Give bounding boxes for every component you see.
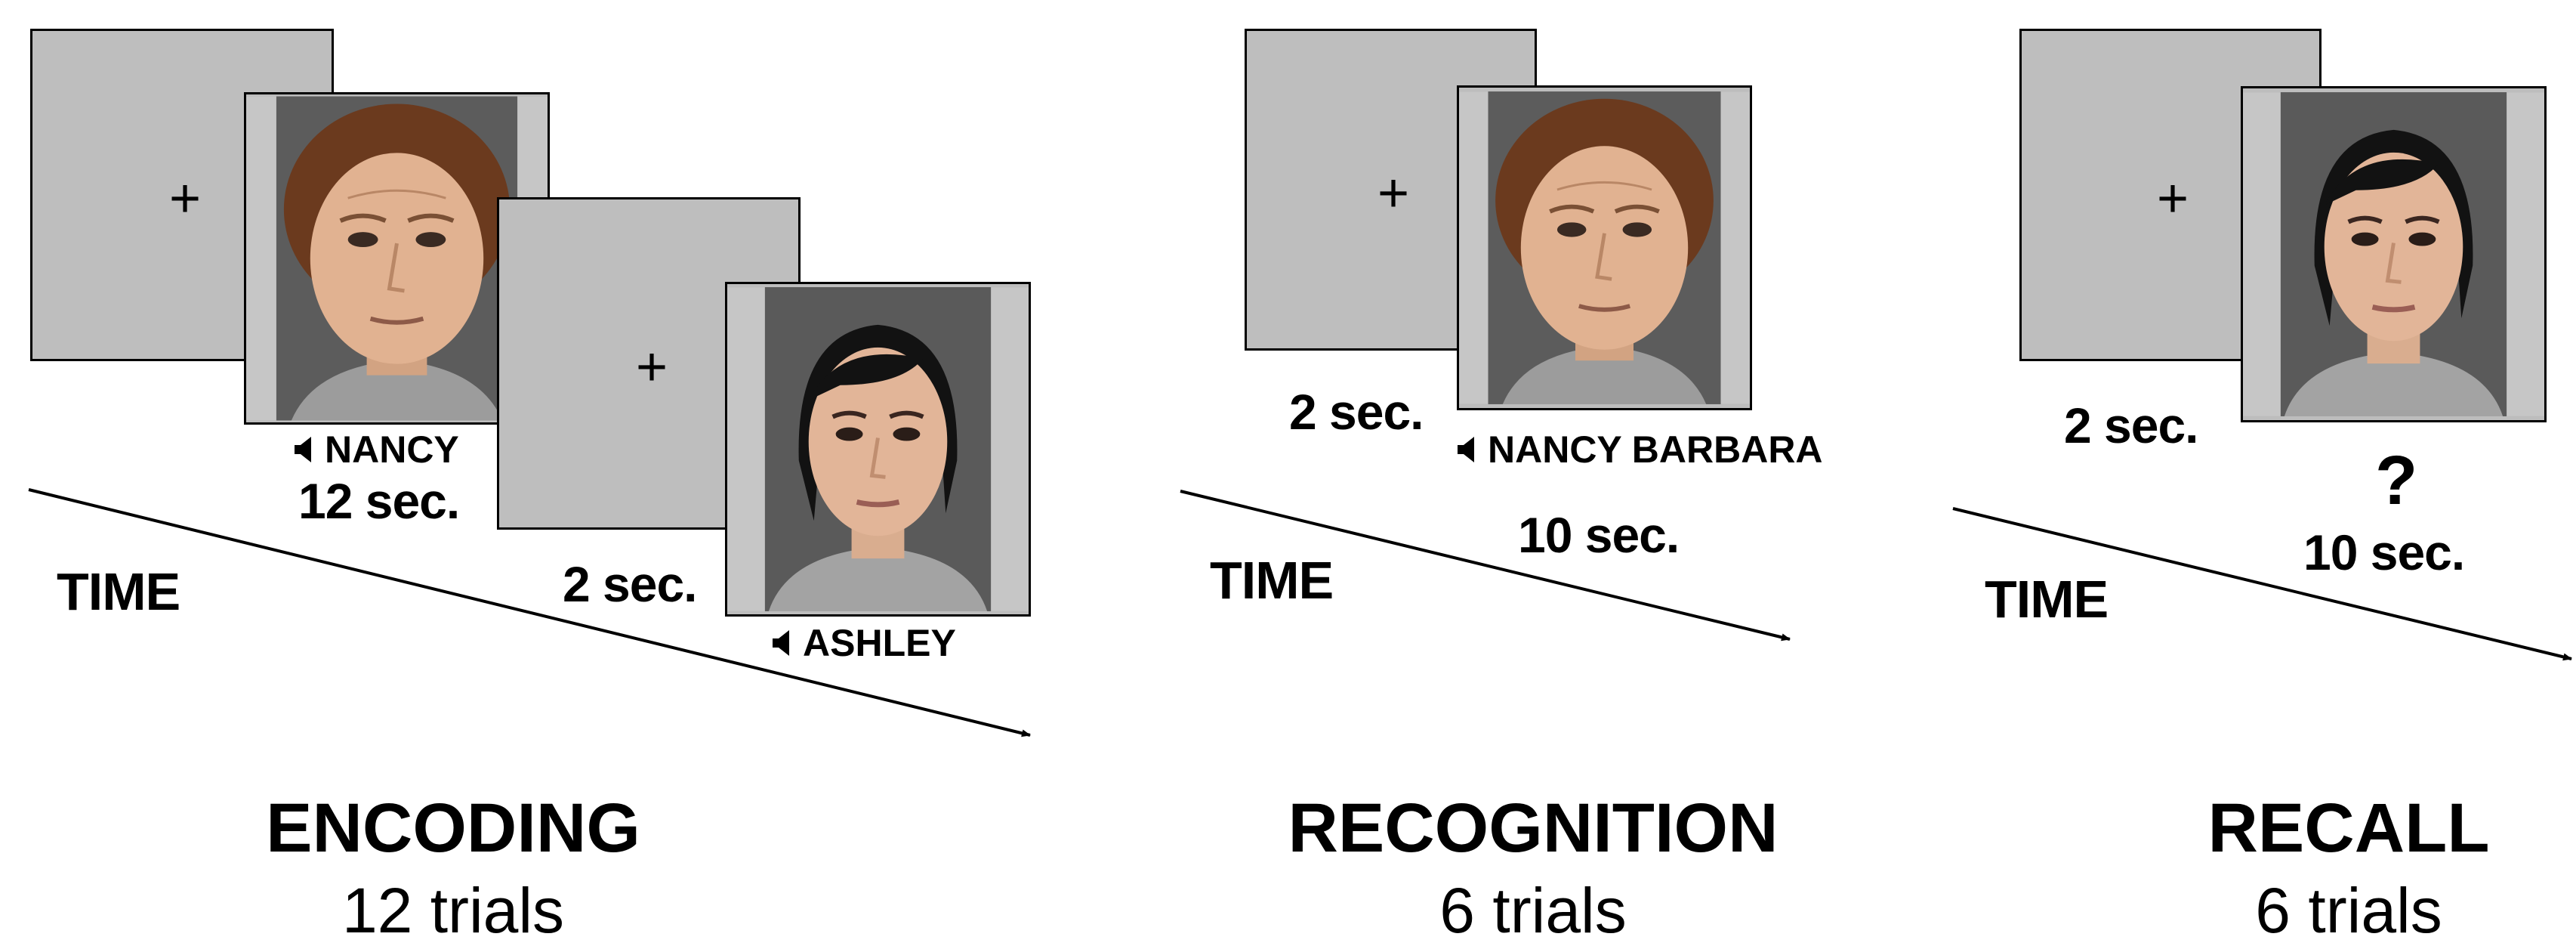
name-choices-label: NANCY BARBARA bbox=[1488, 428, 1823, 471]
duration-face: 10 sec. bbox=[2303, 524, 2465, 580]
phase-title: RECALL bbox=[2207, 790, 2490, 867]
duration-face: 12 sec. bbox=[298, 473, 460, 529]
fixation-cross: + bbox=[635, 337, 668, 397]
phase-title: ENCODING bbox=[266, 790, 640, 867]
recognition-panel: + 2 sec. NANCY BARBARA 10 sec. TIME RECO… bbox=[1178, 0, 1896, 946]
recall-time-arrow bbox=[1952, 507, 2572, 661]
fixation-cross: + bbox=[2156, 168, 2189, 229]
fixation-cross: + bbox=[168, 168, 202, 229]
face-photo-ashley bbox=[725, 282, 1031, 617]
name-label: ASHLEY bbox=[803, 622, 956, 664]
recall-prompt: ? bbox=[2375, 442, 2418, 519]
recognition-time-arrow bbox=[1180, 490, 1791, 641]
audio-name-nancy: NANCY bbox=[295, 431, 459, 468]
time-label: TIME bbox=[57, 562, 180, 621]
duration-fixation: 2 sec. bbox=[563, 556, 697, 612]
encoding-time-arrow bbox=[28, 488, 1031, 737]
face-photo-nancy bbox=[1457, 85, 1752, 410]
audio-name-choices: NANCY BARBARA bbox=[1458, 431, 1823, 468]
name-label: NANCY bbox=[325, 428, 459, 471]
face-photo-ashley bbox=[2241, 86, 2547, 422]
phase-trials: 6 trials bbox=[1439, 875, 1627, 946]
audio-name-ashley: ASHLEY bbox=[773, 624, 956, 662]
time-label: TIME bbox=[1210, 551, 1334, 610]
phase-trials: 6 trials bbox=[2255, 875, 2442, 946]
phase-trials: 12 trials bbox=[341, 875, 565, 946]
duration-fixation: 2 sec. bbox=[1289, 384, 1424, 440]
duration-face: 10 sec. bbox=[1518, 507, 1680, 563]
fixation-cross: + bbox=[1377, 163, 1410, 224]
encoding-panel: + + NANCY 12 sec. TIME 2 sec. ASHLEY ENC… bbox=[0, 0, 1057, 946]
time-label: TIME bbox=[1985, 570, 2109, 629]
duration-fixation: 2 sec. bbox=[2064, 397, 2198, 453]
phase-title: RECOGNITION bbox=[1288, 790, 1779, 867]
recall-panel: + 2 sec. ? 10 sec. TIME RECALL 6 trials bbox=[1933, 0, 2576, 946]
